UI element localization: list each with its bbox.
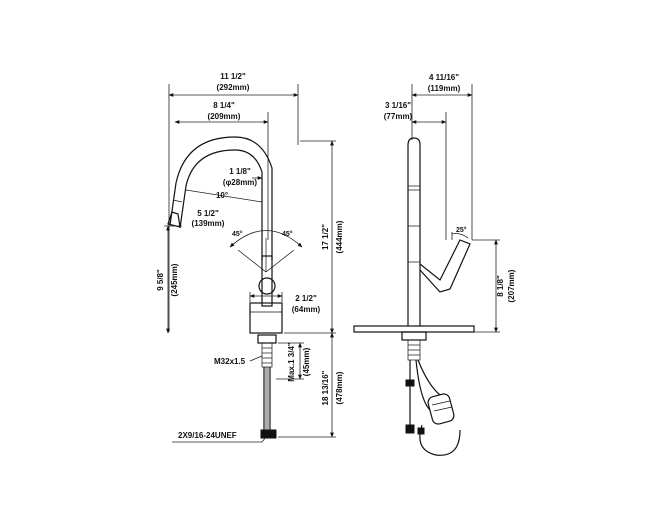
overall-depth-label: 4 11/16" <box>429 73 459 82</box>
hose-weight-band <box>433 406 453 412</box>
spout-reach-mm-label: (209mm) <box>208 112 241 121</box>
spout-offset-mm-label: (77mm) <box>384 112 413 121</box>
handle-height-mm-label: (207mm) <box>507 269 516 302</box>
tilt-angle-line <box>185 189 263 203</box>
side-hose-pullout <box>417 359 441 396</box>
handle-angle-arc <box>451 233 469 239</box>
spray-head-seam <box>172 199 183 203</box>
handle-arc-width-label: 5 1/2" <box>197 209 219 218</box>
handle-angle-left-label: 45° <box>232 230 243 238</box>
overall-width-label: 11 1/2" <box>220 72 246 81</box>
hose-connector-left <box>260 429 269 439</box>
faucet-base <box>249 302 283 334</box>
hose-loop <box>419 424 461 456</box>
handle-height-label: 8 1/8" <box>496 275 505 297</box>
below-deck-label: 18 13/16" <box>321 370 330 405</box>
spout-height-label: 9 5/8" <box>156 269 165 291</box>
tilt-angle-label: 10° <box>216 191 228 200</box>
max-deck-mm-label: (45mm) <box>302 347 311 376</box>
overall-depth-mm-label: (119mm) <box>428 84 461 93</box>
spout-offset-label: 3 1/16" <box>385 101 411 110</box>
spout-diameter-label: 1 1/8" <box>229 167 251 176</box>
side-hose-clip <box>405 379 415 387</box>
side-mounting-nut <box>401 331 427 341</box>
side-hose-middle <box>415 359 431 411</box>
deck-plate <box>353 325 475 333</box>
side-view: 4 11/16" (119mm) 3 1/16" (77mm) 25° 8 1/… <box>353 73 516 456</box>
hose-connector-end <box>417 427 425 435</box>
spout-height-mm-label: (245mm) <box>170 263 179 296</box>
handle-hub <box>258 277 276 295</box>
handle-left-position <box>237 249 267 273</box>
mounting-nut <box>257 334 277 344</box>
spout-outer <box>169 136 273 260</box>
handle-right-position <box>265 249 295 273</box>
handle-angle-label: 25° <box>456 226 467 234</box>
shank-thread-label: M32x1.5 <box>214 357 246 366</box>
base-diameter-label: 2 1/2" <box>295 294 317 303</box>
hose-connection-leader-tip <box>261 436 267 443</box>
max-deck-label: Max.1 3/4" <box>287 342 296 382</box>
side-spout <box>407 137 421 326</box>
side-handle <box>419 239 471 293</box>
spout-inner <box>179 149 263 260</box>
spray-head <box>167 211 181 228</box>
base-diameter-mm-label: (64mm) <box>292 305 321 314</box>
spout-diameter-mm-label: (φ28mm) <box>223 178 258 187</box>
faucet-body <box>261 255 273 307</box>
threaded-shank <box>261 342 273 368</box>
spout-reach-label: 8 1/4" <box>213 101 235 110</box>
handle-arc-width-mm-label: (139mm) <box>192 219 225 228</box>
handle-angle-right-label: 45° <box>282 230 293 238</box>
hose-weight-band <box>431 400 451 406</box>
below-deck-mm-label: (478mm) <box>335 371 344 404</box>
overall-height-label: 17 1/2" <box>321 224 330 250</box>
overall-width-mm-label: (292mm) <box>217 83 250 92</box>
overall-height-mm-label: (444mm) <box>335 220 344 253</box>
shank-thread-leader <box>249 355 263 362</box>
side-hose-connector <box>405 424 415 434</box>
handle-arc-dimension <box>229 230 303 248</box>
front-view: 11 1/2" (292mm) 8 1/4" (209mm) 1 1/8" (φ… <box>156 72 344 443</box>
hose-connection-label: 2X9/16-24UNEF <box>178 431 237 440</box>
hose-connector-right <box>268 429 277 439</box>
hose-weight-icon <box>427 393 455 425</box>
